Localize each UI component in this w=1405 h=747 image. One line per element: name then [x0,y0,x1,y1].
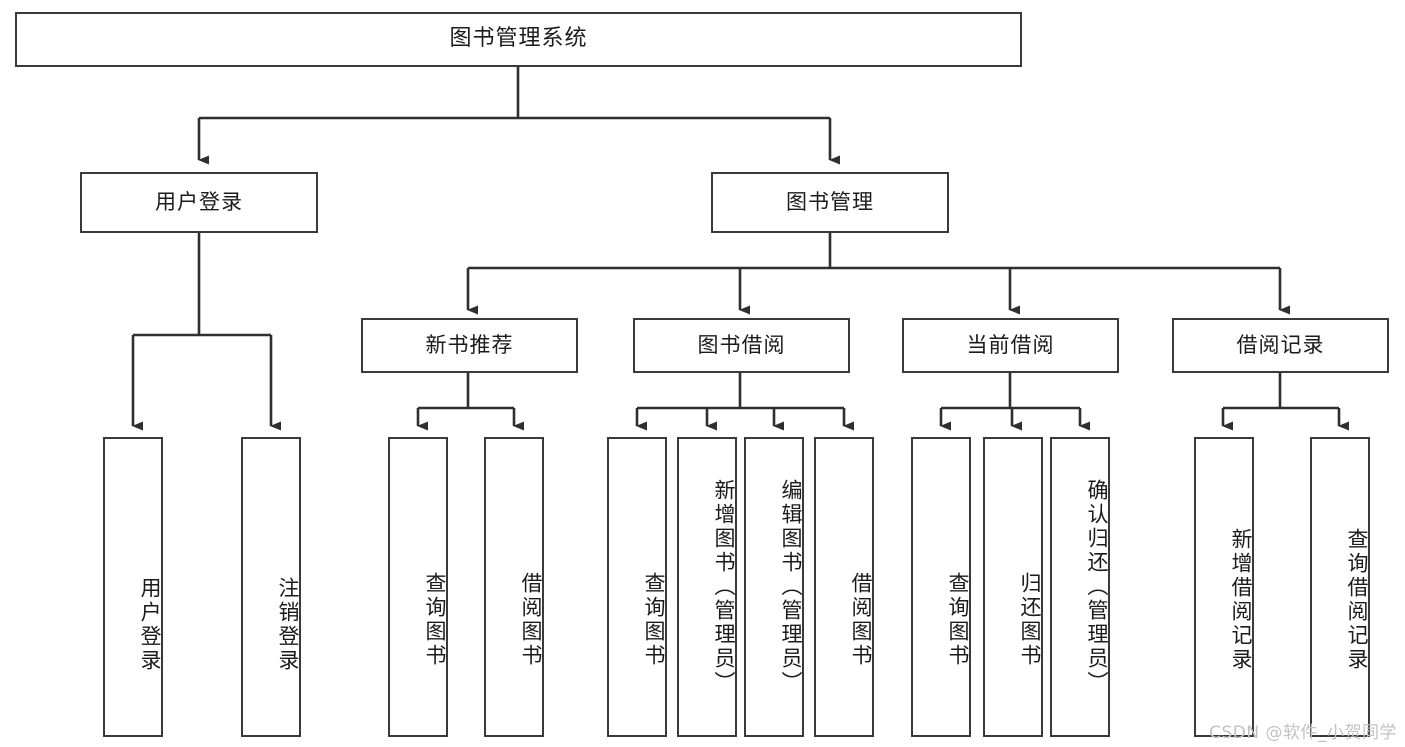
leaf-bb-add-book-label: 新增图书（管理员） [712,479,736,695]
leaf-cb-confirm-return-label: 确认归还（管理员） [1085,479,1109,695]
leaf-cb-return-book[interactable]: 归还图书 [983,437,1043,737]
node-current-borrow[interactable]: 当前借阅 [902,318,1119,373]
leaf-nb-query-book-label: 查询图书 [423,572,447,668]
leaf-br-query-record[interactable]: 查询借阅记录 [1310,437,1370,737]
leaf-cb-query-book-label: 查询图书 [946,572,970,668]
node-book-borrow-label: 图书借阅 [697,332,786,357]
leaf-cb-return-book-label: 归还图书 [1018,572,1042,668]
leaf-br-query-record-label: 查询借阅记录 [1345,528,1369,672]
leaf-user-login-label: 用户登录 [138,577,162,673]
leaf-cb-query-book[interactable]: 查询图书 [911,437,971,737]
node-borrow-record[interactable]: 借阅记录 [1172,318,1389,373]
leaf-logout[interactable]: 注销登录 [241,437,301,737]
leaf-user-login[interactable]: 用户登录 [103,437,163,737]
leaf-bb-add-book[interactable]: 新增图书（管理员） [677,437,737,737]
leaf-bb-edit-book[interactable]: 编辑图书（管理员） [744,437,804,737]
node-book-borrow[interactable]: 图书借阅 [633,318,850,373]
node-user-login-label: 用户登录 [155,189,243,214]
node-borrow-record-label: 借阅记录 [1236,332,1325,357]
node-root-label: 图书管理系统 [449,26,588,52]
leaf-nb-borrow-book[interactable]: 借阅图书 [484,437,544,737]
node-book-manage[interactable]: 图书管理 [711,172,949,233]
node-current-borrow-label: 当前借阅 [966,332,1055,357]
leaf-logout-label: 注销登录 [276,577,300,673]
leaf-bb-query-book[interactable]: 查询图书 [607,437,667,737]
leaf-bb-borrow-book-label: 借阅图书 [849,572,873,668]
leaf-br-add-record[interactable]: 新增借阅记录 [1194,437,1254,737]
leaf-bb-borrow-book[interactable]: 借阅图书 [814,437,874,737]
node-book-manage-label: 图书管理 [786,189,874,214]
leaf-bb-query-book-label: 查询图书 [642,572,666,668]
watermark-text: CSDN @软件_小贺同学 [1209,723,1397,743]
leaf-cb-confirm-return[interactable]: 确认归还（管理员） [1050,437,1110,737]
node-root[interactable]: 图书管理系统 [15,12,1022,67]
node-new-book-recommend[interactable]: 新书推荐 [361,318,578,373]
leaf-nb-borrow-book-label: 借阅图书 [519,572,543,668]
leaf-bb-edit-book-label: 编辑图书（管理员） [779,479,803,695]
node-user-login[interactable]: 用户登录 [80,172,318,233]
leaf-nb-query-book[interactable]: 查询图书 [388,437,448,737]
node-new-book-recommend-label: 新书推荐 [425,332,514,357]
leaf-br-add-record-label: 新增借阅记录 [1229,528,1253,672]
